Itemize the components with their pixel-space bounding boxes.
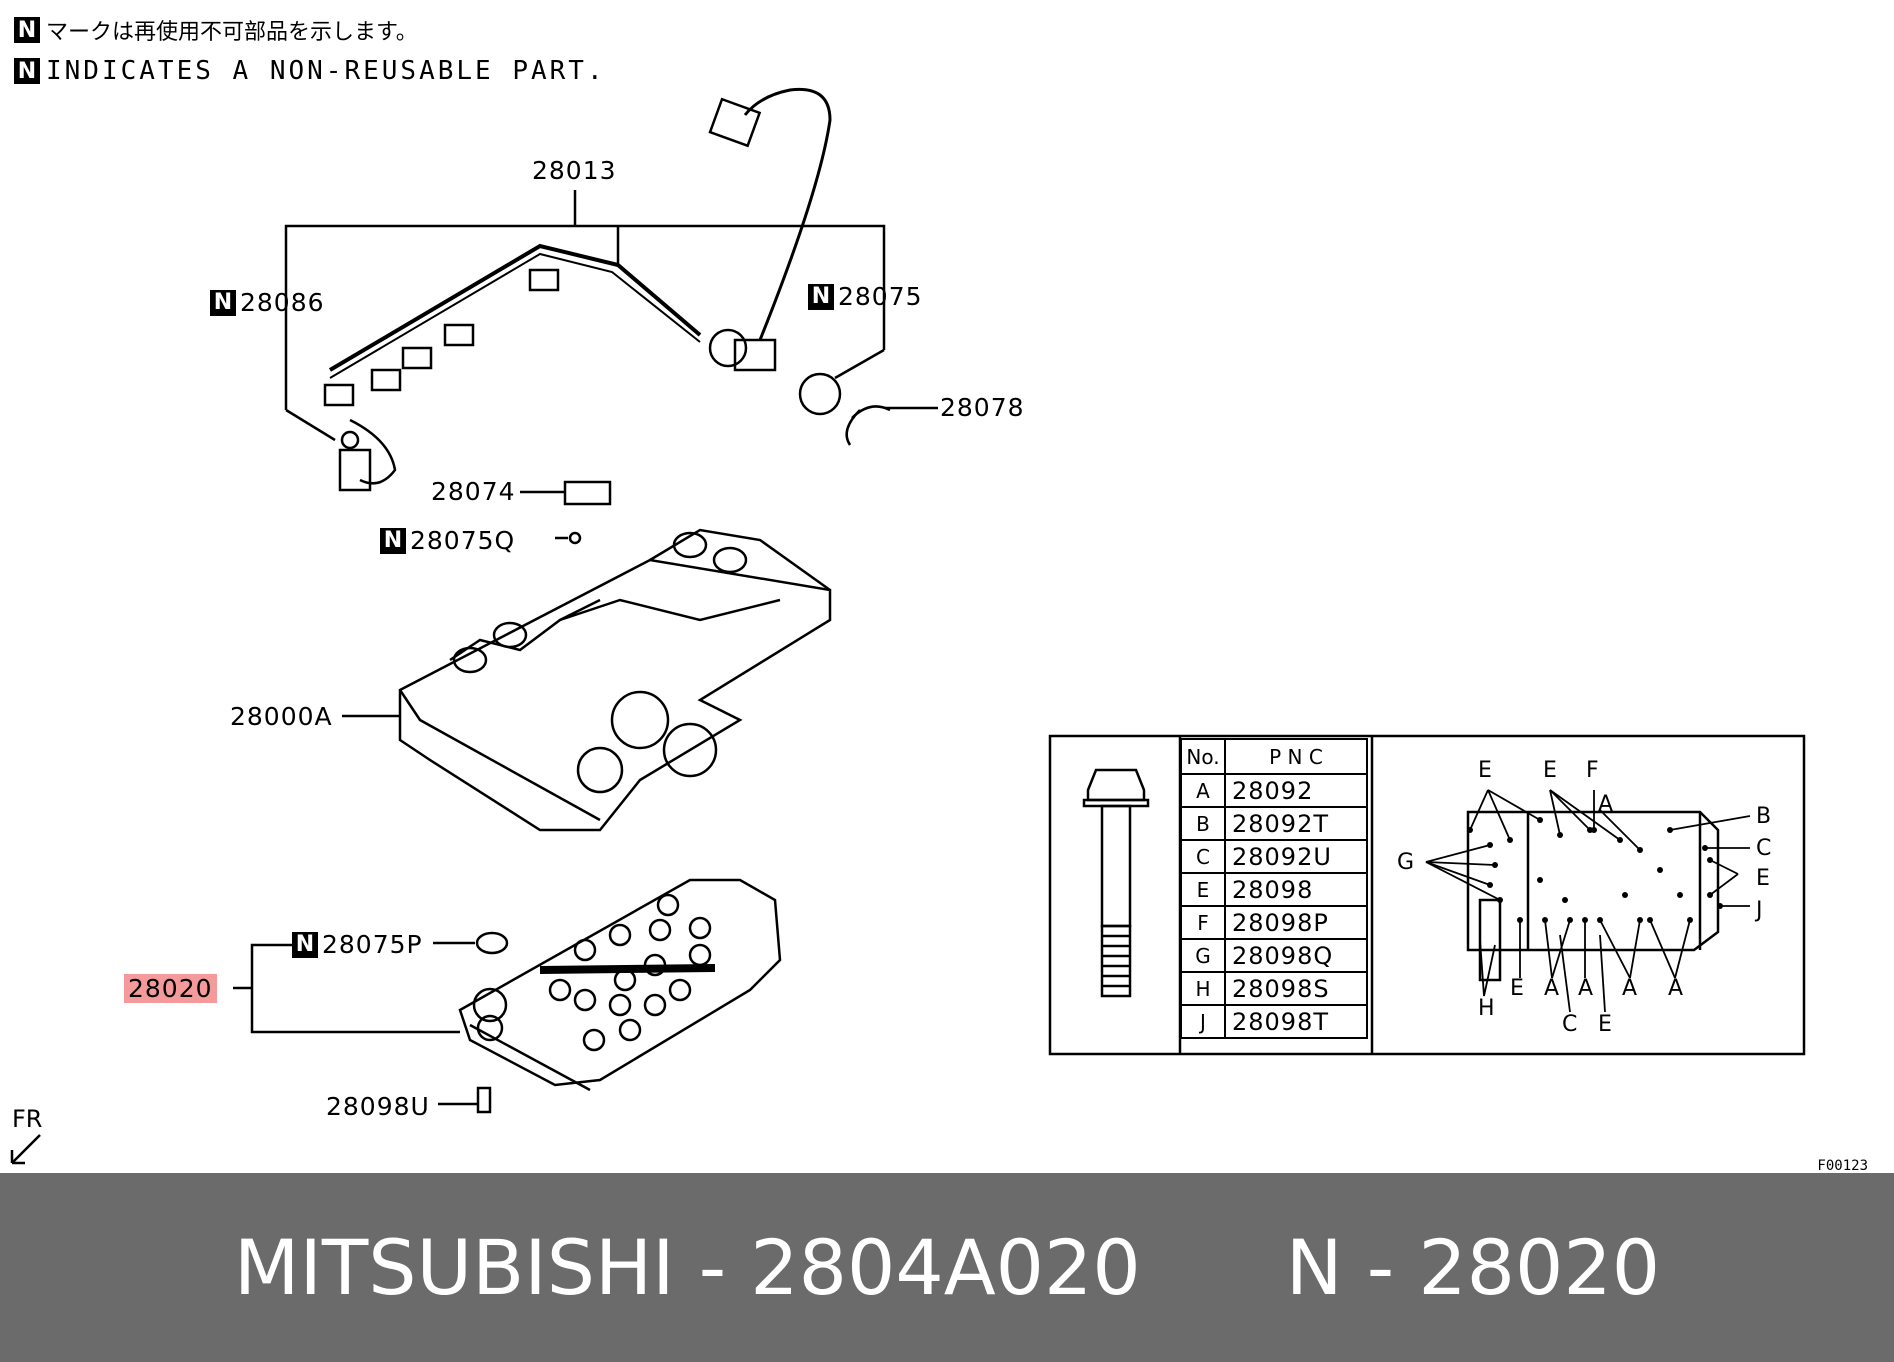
header-pnc: P N C: [1224, 738, 1368, 775]
brand-name: MITSUBISHI: [233, 1223, 675, 1312]
label-28000a[interactable]: 28000A: [230, 702, 333, 731]
label-28020-highlighted[interactable]: 28020: [124, 974, 217, 1003]
ref-label: N: [1285, 1223, 1343, 1312]
location-letter-h: H: [1478, 996, 1495, 1021]
non-reusable-mark-icon: N: [14, 17, 40, 43]
non-reusable-mark-icon: N: [380, 527, 406, 554]
ref-number: 28020: [1418, 1223, 1661, 1312]
location-letter-b: B: [1756, 804, 1772, 829]
label-28074[interactable]: 28074: [431, 477, 516, 506]
non-reusable-note-en: N INDICATES A NON-REUSABLE PART.: [14, 56, 606, 86]
location-letter-a: A: [1622, 976, 1638, 1001]
location-letter-g: G: [1397, 850, 1415, 875]
parts-diagram: N マークは再使用不可部品を示します。 N INDICATES A NON-RE…: [10, 14, 1868, 1174]
location-letter-f: F: [1586, 758, 1599, 783]
note-jp-text: マークは再使用不可部品を示します。: [46, 20, 418, 45]
location-letter-e: E: [1543, 758, 1557, 783]
part-caption-bar: MITSUBISHI - 2804A020 N - 28020: [0, 1173, 1894, 1362]
non-reusable-mark-icon: N: [292, 931, 318, 958]
location-letter-e: E: [1510, 976, 1524, 1001]
location-letter-j: J: [1756, 898, 1763, 923]
location-letter-c: C: [1562, 1012, 1578, 1037]
location-letter-c: C: [1756, 836, 1772, 861]
location-letter-a: A: [1544, 976, 1560, 1001]
location-letter-e: E: [1478, 758, 1492, 783]
header-no: No.: [1180, 738, 1226, 775]
table-header-row: No. P N C: [1180, 738, 1368, 775]
location-letter-a: A: [1598, 792, 1614, 817]
non-reusable-mark-icon: N: [14, 58, 40, 84]
location-letter-a: A: [1578, 976, 1594, 1001]
figure-code: F00123: [1817, 1158, 1868, 1174]
diagram-drawing: [10, 87, 1806, 1165]
non-reusable-mark-icon: N: [808, 283, 834, 310]
location-letter-a: A: [1668, 976, 1684, 1001]
label-28078[interactable]: 28078: [940, 393, 1025, 422]
location-letter-e: E: [1598, 1012, 1612, 1037]
non-reusable-mark-icon: N: [210, 289, 236, 316]
non-reusable-note-jp: N マークは再使用不可部品を示します。: [14, 14, 418, 46]
part-number: 2804A020: [750, 1223, 1141, 1312]
location-letter-e: E: [1756, 866, 1770, 891]
front-direction-label: FR: [12, 1105, 43, 1133]
label-28013[interactable]: 28013: [532, 156, 617, 185]
label-28098u[interactable]: 28098U: [326, 1092, 430, 1121]
note-en-text: INDICATES A NON-REUSABLE PART.: [46, 56, 606, 86]
